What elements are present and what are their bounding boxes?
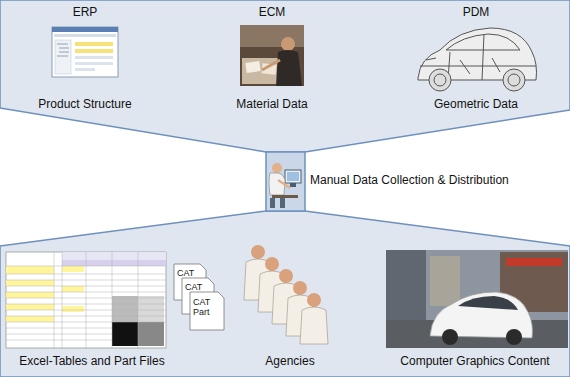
top-funnel [0, 0, 570, 152]
node-heading: ECM [259, 5, 286, 19]
manual-icon [266, 152, 305, 211]
excel-table [6, 252, 166, 348]
bottom-funnel [0, 211, 570, 377]
node-label: Computer Graphics Content [400, 354, 549, 368]
node-label: Manual Data Collection & Distribution [310, 173, 509, 187]
node-heading: ERP [73, 5, 98, 19]
node-label: Geometric Data [434, 97, 518, 111]
erp-screenshot [52, 27, 118, 77]
system-column: ECM Material Data [212, 5, 332, 111]
pdm-car-wireframe [418, 28, 537, 91]
output-group: Agencies [240, 348, 340, 368]
file-label: CAT [185, 282, 211, 292]
agencies-people [244, 245, 328, 344]
cg-render [386, 250, 568, 348]
node-label: Agencies [265, 354, 314, 368]
output-group: Excel-Tables and Part Files [2, 348, 182, 368]
cat-part-files [174, 264, 224, 330]
ecm-photo [240, 25, 304, 86]
system-column: ERP Product Structure [25, 5, 145, 111]
node-label: Material Data [236, 97, 307, 111]
file-label: CAT Part [193, 297, 219, 317]
output-group: Computer Graphics Content [385, 348, 565, 368]
node-label: Product Structure [38, 97, 131, 111]
file-label: CAT [177, 268, 203, 278]
system-column: PDM Geometric Data [413, 5, 539, 111]
node-heading: PDM [463, 5, 490, 19]
manual-process: Manual Data Collection & Distribution [310, 172, 566, 188]
node-label: Excel-Tables and Part Files [19, 354, 164, 368]
